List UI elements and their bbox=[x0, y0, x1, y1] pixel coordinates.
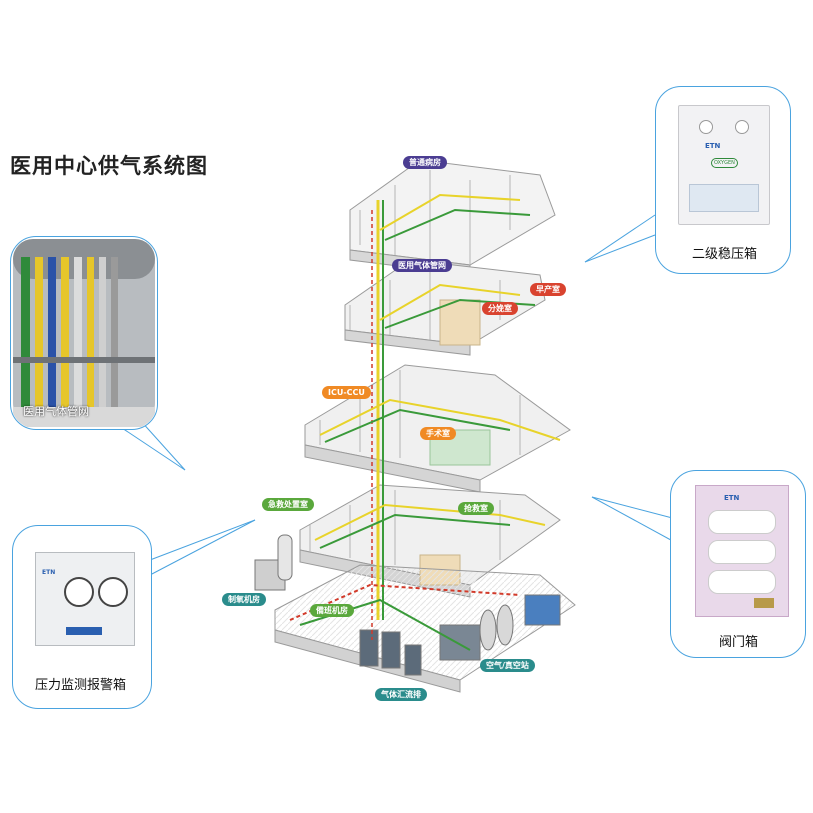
label-air-vacuum: 空气/真空站 bbox=[480, 659, 535, 672]
floor-slabs bbox=[274, 159, 576, 693]
label-manifold: 气体汇流排 bbox=[375, 688, 427, 701]
risers bbox=[371, 200, 384, 640]
gauge-icon bbox=[699, 120, 713, 134]
callout-pipe-network: 医用气体管网 bbox=[10, 236, 158, 430]
pipe-network-caption: 医用气体管网 bbox=[23, 405, 89, 418]
label-emergency: 急救处置室 bbox=[262, 498, 314, 511]
valve-panel bbox=[708, 540, 776, 564]
callout-secondary-box: ETN OXYGEN 二级稳压箱 bbox=[655, 86, 791, 274]
label-pipe-network: 医用气体管网 bbox=[392, 259, 452, 272]
label-backup-room: 備班机房 bbox=[310, 604, 354, 617]
label-surgery: 手术室 bbox=[420, 427, 456, 440]
gauge-icon bbox=[735, 120, 749, 134]
secondary-box-image: ETN OXYGEN bbox=[678, 105, 770, 225]
label-icu: ICU-CCU bbox=[322, 386, 371, 399]
gauge-icon bbox=[98, 577, 128, 607]
nameplate bbox=[754, 598, 774, 608]
callout-pressure-box: ETN 压力监测报警箱 bbox=[12, 525, 152, 709]
valve-panel bbox=[708, 570, 776, 594]
equipment bbox=[254, 534, 561, 676]
brand-logo: ETN bbox=[42, 569, 56, 576]
label-oxygen-room: 制氧机房 bbox=[222, 593, 266, 606]
label-ward: 普通病房 bbox=[403, 156, 447, 169]
page-title: 医用中心供气系统图 bbox=[10, 154, 208, 178]
brand-logo: ETN bbox=[705, 142, 721, 150]
valve-box-caption: 阀门箱 bbox=[719, 635, 759, 650]
label-delivery: 早产室 bbox=[530, 283, 566, 296]
label-rescue: 抢救室 bbox=[458, 502, 494, 515]
valve-panel bbox=[708, 510, 776, 534]
brand-logo: ETN bbox=[724, 494, 740, 502]
walls bbox=[309, 170, 521, 565]
gauge-icon bbox=[64, 577, 94, 607]
label-labor: 分娩室 bbox=[482, 302, 518, 315]
nameplate bbox=[66, 627, 102, 635]
valve-box-image: ETN bbox=[695, 485, 789, 617]
oxygen-badge: OXYGEN bbox=[711, 158, 738, 168]
pipe-network-photo bbox=[13, 239, 155, 427]
window-panel bbox=[689, 184, 759, 212]
secondary-box-caption: 二级稳压箱 bbox=[692, 247, 758, 262]
pressure-box-image: ETN bbox=[35, 552, 135, 646]
pressure-box-caption: 压力监测报警箱 bbox=[35, 678, 127, 693]
callout-valve-box: ETN 阀门箱 bbox=[670, 470, 806, 658]
floor-ward bbox=[349, 159, 556, 266]
